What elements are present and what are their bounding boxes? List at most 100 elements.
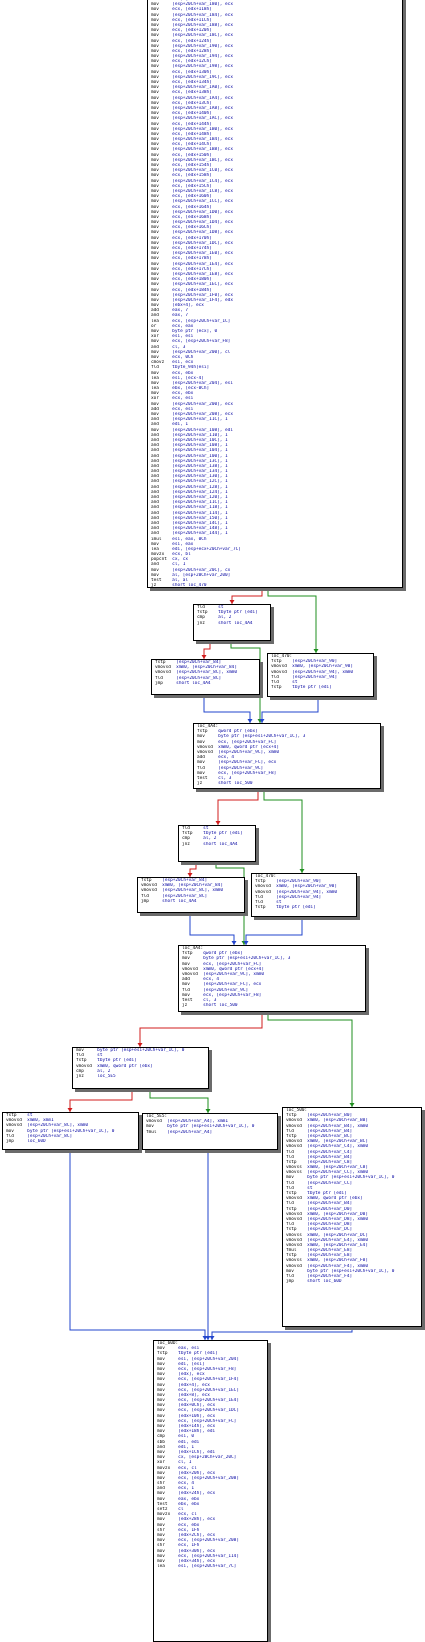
- instruction-line[interactable]: vmovsd xmm0, [esp+20Ch+var_D0]: [283, 1212, 421, 1217]
- instruction-line[interactable]: vmovss xmm0, [esp+20Ch+var_F0]: [283, 1258, 421, 1263]
- instruction-line[interactable]: fstp tbyte ptr [edi]: [179, 831, 255, 836]
- instruction-line[interactable]: mov [esp+20Ch+var_1B4], ecx: [148, 137, 402, 142]
- instruction-line[interactable]: fstp qword ptr [ebx]: [194, 729, 380, 734]
- instruction-line[interactable]: mov [esp+20Ch+var_1D4], ecx: [148, 220, 402, 225]
- instruction-line[interactable]: vmovsd [esp+20Ch+var_94], xmm0: [268, 670, 373, 675]
- instruction-line[interactable]: mov [edx+1Ch], edi: [154, 1450, 267, 1455]
- instruction-line[interactable]: vmovsd [esp+20Ch+var_9C], xmm0: [179, 972, 365, 977]
- instruction-line[interactable]: mov [esp+20Ch+var_108], edi: [148, 428, 402, 433]
- instruction-line[interactable]: fld [esp+20Ch+var_B4]: [283, 1155, 421, 1160]
- instruction-line[interactable]: lea esi, [ecx-4]: [148, 376, 402, 381]
- instruction-line[interactable]: vmovsd [esp+20Ch+var_8C], xmm0: [152, 670, 259, 675]
- instruction-line[interactable]: mov esi, eax: [148, 542, 402, 547]
- instruction-line[interactable]: cmp esi, 0: [154, 1434, 267, 1439]
- instruction-line[interactable]: vmovsd xmm0, xmm1: [3, 1118, 138, 1123]
- instruction-line[interactable]: mov [edx+0Ch], ecx: [154, 1403, 267, 1408]
- instruction-line[interactable]: vmovsd xmm0, [esp+20Ch+var_84]: [138, 883, 244, 888]
- instruction-line[interactable]: and [esp+20Ch+var_148], 1: [148, 526, 402, 531]
- instruction-line[interactable]: shr ecx, 1Fh: [154, 1528, 267, 1533]
- instruction-line[interactable]: mov ecx, [esp+20Ch+var_F8]: [194, 771, 380, 776]
- instruction-line[interactable]: mov [esp+20Ch+var_1A0], ecx: [148, 85, 402, 90]
- instruction-line[interactable]: jmp loc_60D: [3, 1139, 138, 1144]
- instruction-line[interactable]: cmp al, 2: [179, 836, 255, 841]
- instruction-line[interactable]: and [esp+20Ch+var_124], 1: [148, 490, 402, 495]
- instruction-line[interactable]: mov byte ptr [esp+esi+20Ch+var_1C], 3: [179, 956, 365, 961]
- instruction-line[interactable]: and ecx, 1: [154, 1486, 267, 1491]
- instruction-line[interactable]: mov ecx, [edx+118h]: [148, 7, 402, 12]
- instruction-line[interactable]: mov [esp+20Ch+var_1DC], ecx: [148, 241, 402, 246]
- instruction-line[interactable]: fld [esp+20Ch+var_8C]: [152, 676, 259, 681]
- node-loc470-2[interactable]: loc_470:fstp [esp+20Ch+var_90]vmovsd xmm…: [251, 873, 357, 917]
- instruction-line[interactable]: fld st: [179, 826, 255, 831]
- instruction-line[interactable]: mov ecx, [edx+14Ch]: [148, 142, 402, 147]
- instruction-line[interactable]: fld [esp+20Ch+var_8C]: [138, 894, 244, 899]
- instruction-line[interactable]: fld st: [194, 605, 270, 610]
- instruction-line[interactable]: vmovsd xmm0, [esp+20Ch+var_E4]: [283, 1243, 421, 1248]
- instruction-line[interactable]: mov ecx, [edx+138h]: [148, 90, 402, 95]
- instruction-line[interactable]: movzx ecx, cl: [154, 1512, 267, 1517]
- instruction-line[interactable]: vmovss [esp+20Ch+var_CC], xmm0: [283, 1170, 421, 1175]
- instruction-line[interactable]: fld st: [252, 900, 356, 905]
- instruction-line[interactable]: fstp tbyte ptr [edi]: [154, 1351, 267, 1356]
- instruction-line[interactable]: mov [esp+20Ch+var_1C0], ecx: [148, 168, 402, 173]
- instruction-line[interactable]: fstp [esp+20Ch+var_90]: [252, 879, 356, 884]
- instruction-line[interactable]: and [esp+20Ch+var_100], 1: [148, 454, 402, 459]
- instruction-line[interactable]: mov ecx, [edx+114h]: [148, 0, 402, 2]
- instruction-line[interactable]: mov byte ptr [esp+esi+20Ch+var_1C], 0: [283, 1175, 421, 1180]
- instruction-line[interactable]: and [esp+20Ch+var_110], 1: [148, 433, 402, 438]
- instruction-line[interactable]: mov ecx, 0Ch: [148, 355, 402, 360]
- instruction-line[interactable]: mov ecx, [esp+20Ch+var_FC]: [154, 1419, 267, 1424]
- instruction-line[interactable]: mov ecx, [esp+20Ch+var_F8]: [154, 1367, 267, 1372]
- instruction-line[interactable]: mov ecx, [edx+148h]: [148, 132, 402, 137]
- instruction-line[interactable]: mov [edx+30h], ecx: [154, 1549, 267, 1554]
- instruction-line[interactable]: fstp [esp+20Ch+var_90]: [268, 659, 373, 664]
- instruction-line[interactable]: fstp [esp+20Ch+var_E8]: [283, 1253, 421, 1258]
- instruction-line[interactable]: and [esp+20Ch+var_11C], 1: [148, 417, 402, 422]
- instruction-line[interactable]: mov [edx+18h], edi: [154, 1429, 267, 1434]
- instruction-line[interactable]: mov ecx, [edx+11Ch]: [148, 18, 402, 23]
- instruction-line[interactable]: mov [ebx+4], ecx: [148, 303, 402, 308]
- instruction-line[interactable]: mov ecx, [edx+154h]: [148, 163, 402, 168]
- instruction-line[interactable]: mov [esp+20Ch+var_FC], ecx: [179, 982, 365, 987]
- instruction-line[interactable]: lea ecx, [esp+20Ch+var_1C]: [148, 319, 402, 324]
- instruction-line[interactable]: mov ecx, [esp+20Ch+var_F8]: [179, 993, 365, 998]
- instruction-line[interactable]: fstp [esp+20Ch+var_84]: [152, 660, 259, 665]
- instruction-line[interactable]: mov [edx+20h], ecx: [154, 1471, 267, 1476]
- instruction-line[interactable]: mov ecx, [esp+20Ch+var_FC]: [179, 962, 365, 967]
- instruction-line[interactable]: mov [esp+20Ch+var_1EC], ecx: [148, 282, 402, 287]
- instruction-line[interactable]: vmovss xmm0, [esp+20Ch+var_C8]: [283, 1165, 421, 1170]
- instruction-line[interactable]: vmovsd xmm0, qword ptr [ebx]: [73, 1064, 208, 1069]
- instruction-line[interactable]: mov ecx, [edx+158h]: [148, 173, 402, 178]
- instruction-line[interactable]: vmovsd [esp+20Ch+var_E4], xmm0: [283, 1238, 421, 1243]
- instruction-line[interactable]: mov ecx, [esp+20Ch+var_FC]: [194, 740, 380, 745]
- instruction-line[interactable]: jnz short loc_4A4: [194, 621, 270, 626]
- instruction-line[interactable]: fstp tbyte ptr [edi]: [252, 905, 356, 910]
- instruction-line[interactable]: mov byte ptr [esp+esi+20Ch+var_1C], 0: [283, 1269, 421, 1274]
- instruction-line[interactable]: mov [esp+20Ch+var_188], ecx: [148, 23, 402, 28]
- instruction-line[interactable]: mov [edx+14h], ecx: [154, 1424, 267, 1429]
- instruction-line[interactable]: mov byte ptr [esp+esi+20Ch+var_1C], 0: [143, 1124, 277, 1129]
- instruction-line[interactable]: mov [esp+20Ch+var_1B0], ecx: [148, 127, 402, 132]
- instruction-line[interactable]: test cl, 3: [194, 776, 380, 781]
- instruction-line[interactable]: vmovsd xmm0, qword ptr [ecx+4]: [194, 745, 380, 750]
- instruction-line[interactable]: mov esi, [esp+20Ch+var_204]: [154, 1357, 267, 1362]
- instruction-line[interactable]: mov ecx, [edx+170h]: [148, 236, 402, 241]
- instruction-line[interactable]: fld [esp+20Ch+var_9C]: [179, 988, 365, 993]
- instruction-line[interactable]: fld [esp+20Ch+var_94]: [252, 895, 356, 900]
- instruction-line[interactable]: mov [edx+2Ch], ecx: [154, 1533, 267, 1538]
- instruction-line[interactable]: mov ecx, [edx+120h]: [148, 28, 402, 33]
- instruction-line[interactable]: lea edi, [esp+ecx+20Ch+var_7C]: [148, 547, 402, 552]
- instruction-line[interactable]: popcnt cx, cx: [148, 557, 402, 562]
- instruction-line[interactable]: mov ecx, ebx: [148, 391, 402, 396]
- instruction-line[interactable]: fstp tbyte ptr [edi]: [283, 1191, 421, 1196]
- instruction-line[interactable]: lea esi, [esp+20Ch+var_7C]: [154, 1564, 267, 1569]
- instruction-line[interactable]: mov ecx, [esp+20Ch+var_1F4]: [154, 1377, 267, 1382]
- instruction-line[interactable]: mov edi, [esi]: [154, 1362, 267, 1367]
- instruction-line[interactable]: vmovsd xmm0, [esp+20Ch+var_90]: [268, 664, 373, 669]
- instruction-line[interactable]: and [esp+20Ch+var_128], 1: [148, 485, 402, 490]
- instruction-line[interactable]: mov eax, esi: [154, 1346, 267, 1351]
- instruction-line[interactable]: mov [esp+20Ch+var_FC], ecx: [194, 760, 380, 765]
